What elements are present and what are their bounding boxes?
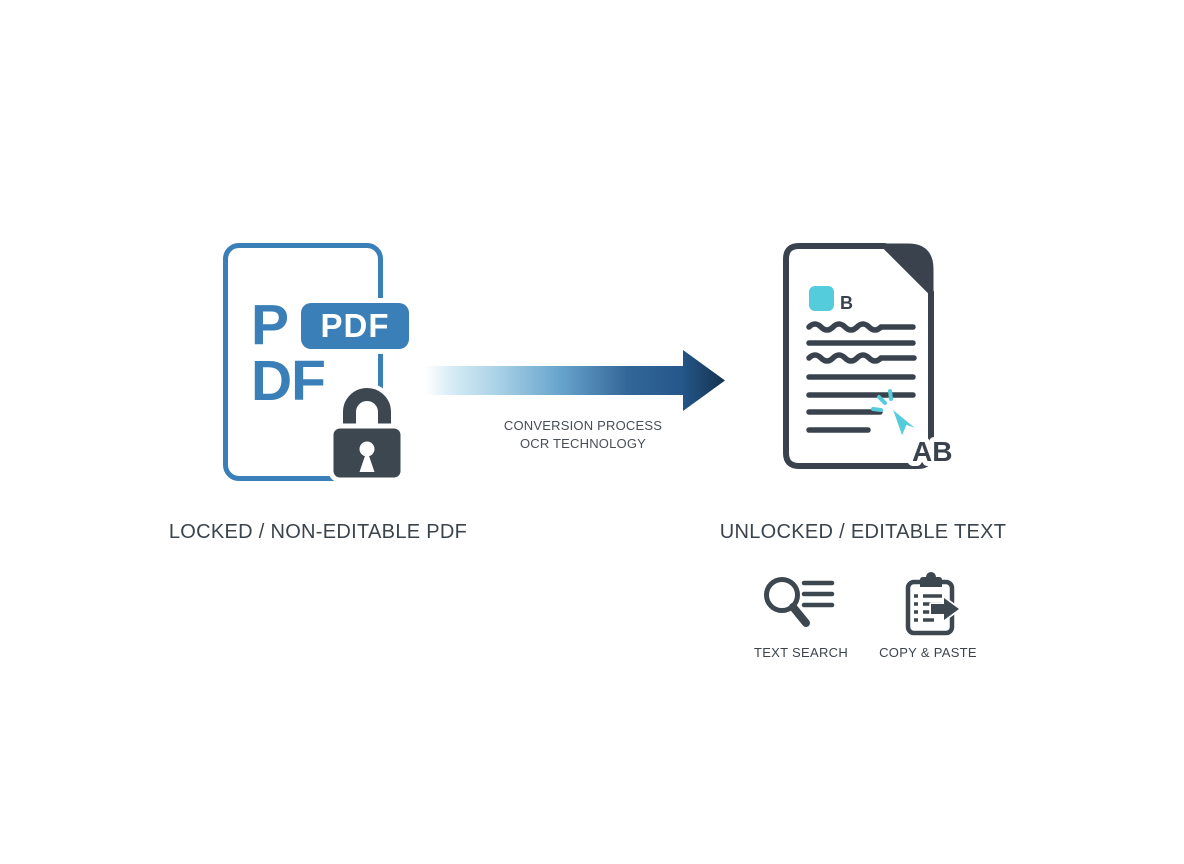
locked-pdf-document-icon: [223, 243, 383, 481]
conversion-arrow-shaft: [425, 366, 685, 395]
highlight-letter: B: [840, 293, 853, 313]
cursor-letters: AB: [912, 436, 952, 467]
highlight-square: [809, 286, 834, 311]
conversion-arrow-head: [683, 350, 725, 411]
copy-paste-icon: [905, 572, 961, 636]
lock-icon: [328, 383, 406, 483]
pdf-letters: P DF: [251, 293, 326, 413]
editable-document-icon: B AB: [783, 243, 957, 472]
pdf-letter-line2: DF: [251, 349, 326, 413]
document-outline: [783, 243, 934, 469]
right-caption: UNLOCKED / EDITABLE TEXT: [719, 521, 1007, 543]
folded-corner: [882, 243, 934, 295]
conversion-caption: CONVERSION PROCESS OCR TECHNOLOGY: [483, 417, 683, 453]
conversion-caption-line1: CONVERSION PROCESS: [503, 418, 663, 433]
text-search-icon: [764, 577, 835, 627]
click-cursor-icon: [871, 389, 921, 441]
copy-paste-label: COPY & PASTE: [879, 645, 977, 660]
text-lines: [806, 321, 917, 433]
pdf-letter-line1: P: [251, 293, 289, 357]
conversion-caption-line2: OCR TECHNOLOGY: [519, 435, 647, 451]
text-search-label: TEXT SEARCH: [753, 645, 849, 660]
pdf-badge: PDF: [301, 303, 409, 349]
left-caption: LOCKED / NON-EDITABLE PDF: [168, 521, 468, 543]
